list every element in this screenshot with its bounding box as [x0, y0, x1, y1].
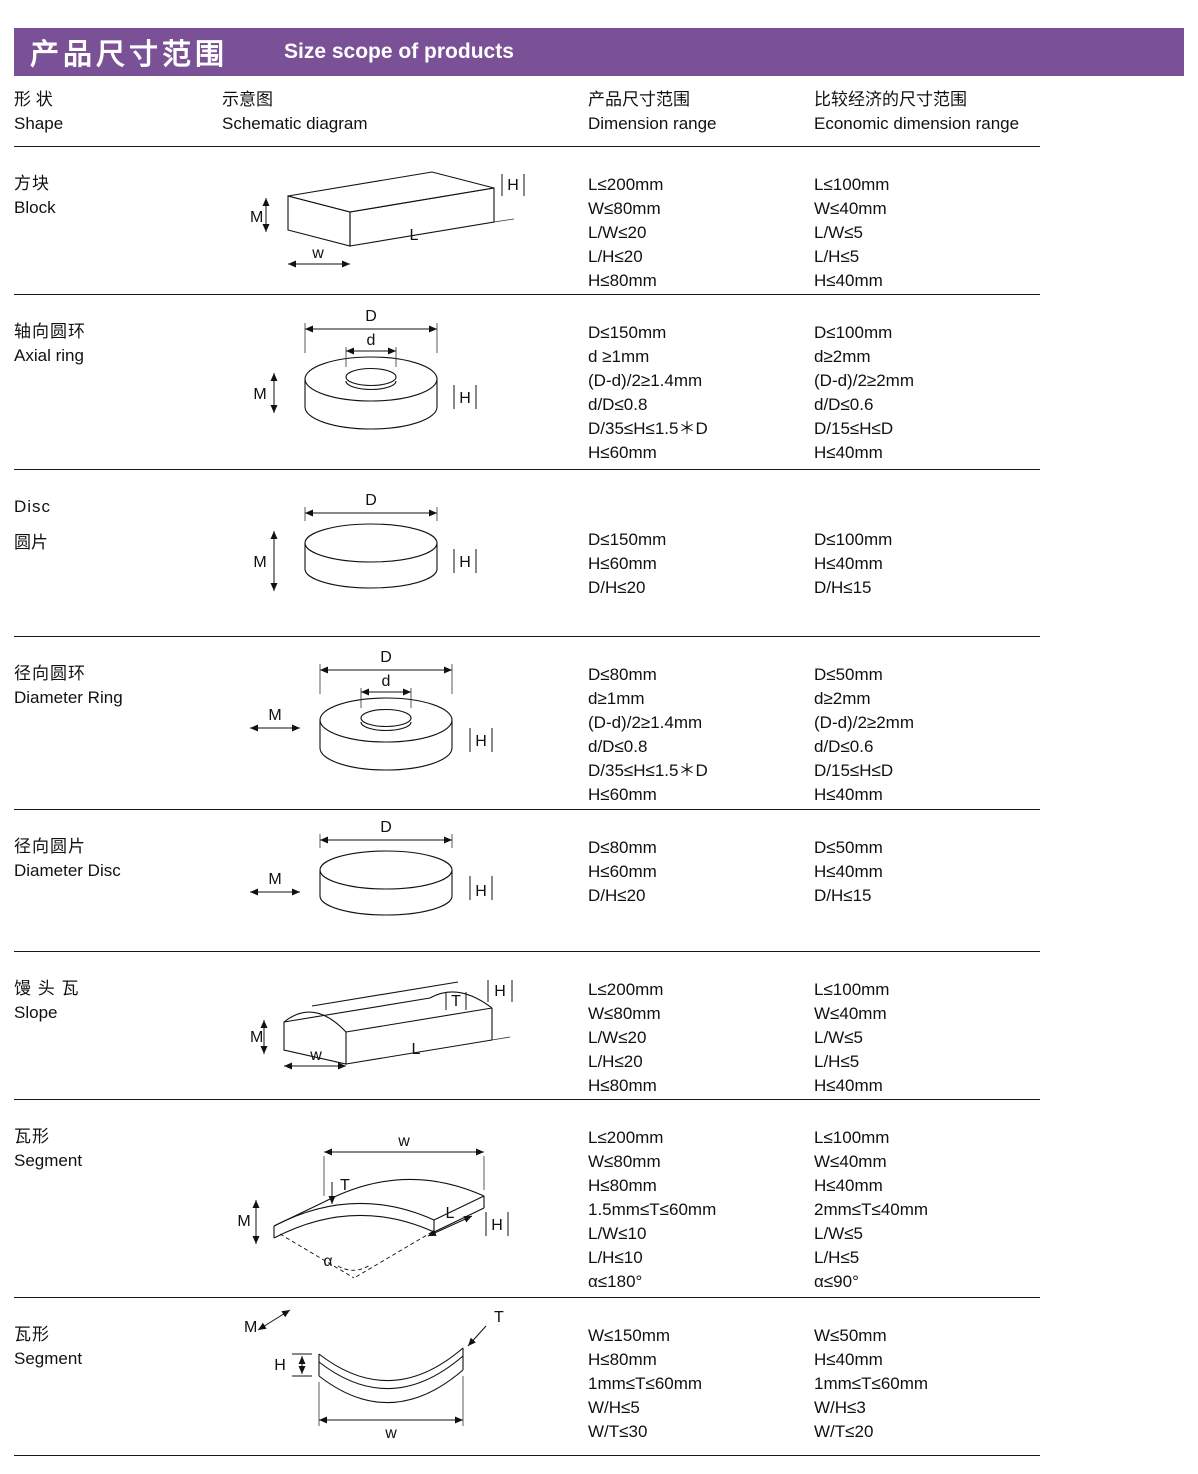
diagram-cell: M w L H — [222, 147, 588, 294]
economic-cell: L≤100mm W≤40mm L/W≤5 L/H≤5 H≤40mm — [814, 175, 890, 290]
svg-text:L: L — [412, 1041, 421, 1058]
dimension-cell: D≤150mm d ≥1mm (D-d)/2≥1.4mm d/D≤0.8 D/3… — [588, 323, 708, 462]
page-title-en: Size scope of products — [284, 40, 514, 63]
shape-cell: Disc 圆片 — [14, 497, 52, 552]
dimension-cell: L≤200mm W≤80mm L/W≤20 L/H≤20 H≤80mm — [588, 175, 664, 290]
svg-text:T: T — [451, 993, 461, 1010]
svg-text:M: M — [244, 1319, 257, 1336]
svg-text:H: H — [475, 733, 487, 750]
table-header-row: 形 状 Shape 示意图 Schematic diagram 产品尺寸范围 D… — [14, 76, 1040, 147]
svg-text:d: d — [382, 673, 391, 690]
diagram-cell: D d M H — [222, 295, 588, 469]
svg-text:D: D — [380, 649, 392, 666]
svg-text:H: H — [475, 883, 487, 900]
table-row: 轴向圆环 Axial ring D — [14, 295, 1040, 470]
table-row: 径向圆环 Diameter Ring D — [14, 637, 1040, 810]
svg-text:H: H — [494, 983, 506, 1000]
dimension-cell: D≤150mm H≤60mm D/H≤20 — [588, 530, 667, 597]
page-title-bar: 产品尺寸范围 Size scope of products — [14, 28, 1184, 76]
svg-text:H: H — [459, 390, 471, 407]
table-row: 瓦形 Segment T — [14, 1100, 1040, 1298]
svg-text:H: H — [274, 1357, 286, 1374]
diameter-ring-diagram: D d M H — [250, 649, 493, 771]
segment-flat-diagram: M H T w — [244, 1309, 504, 1442]
economic-cell: W≤50mm H≤40mm 1mm≤T≤60mm W/H≤3 W/T≤20 — [814, 1326, 929, 1441]
column-header-dimension: 产品尺寸范围 Dimension range — [588, 90, 717, 133]
svg-text:D: D — [365, 492, 377, 509]
segment-diagram: T w M L H α — [237, 1133, 509, 1278]
svg-text:M: M — [253, 386, 266, 403]
table-row: Disc 圆片 D M H — [14, 470, 1040, 637]
svg-text:H: H — [459, 554, 471, 571]
svg-text:L: L — [446, 1205, 455, 1222]
diagram-cell: D M H — [222, 470, 588, 636]
table-row: 径向圆片 Diameter Disc D M H — [14, 810, 1040, 952]
block-diagram: M w L H — [250, 170, 525, 267]
svg-text:H: H — [491, 1217, 503, 1234]
svg-text:w: w — [309, 1047, 322, 1064]
dimension-cell: L≤200mm W≤80mm L/W≤20 L/H≤20 H≤80mm — [588, 980, 664, 1095]
svg-text:d: d — [367, 332, 376, 349]
economic-cell: D≤50mm d≥2mm (D-d)/2≥2mm d/D≤0.6 D/15≤H≤… — [814, 665, 914, 804]
economic-cell: D≤50mm H≤40mm D/H≤15 — [814, 838, 883, 905]
dimension-cell: D≤80mm d≥1mm (D-d)/2≥1.4mm d/D≤0.8 D/35≤… — [588, 665, 708, 804]
size-scope-table: 形 状 Shape 示意图 Schematic diagram 产品尺寸范围 D… — [14, 76, 1040, 1456]
diameter-disc-diagram: D M H — [250, 819, 493, 916]
column-header-shape: 形 状 Shape — [14, 90, 64, 133]
shape-cell: 径向圆环 Diameter Ring — [14, 664, 123, 707]
economic-cell: L≤100mm W≤40mm H≤40mm 2mm≤T≤40mm L/W≤5 L… — [814, 1128, 929, 1291]
table-row: 方块 Block M w L H L≤ — [14, 147, 1040, 295]
diagram-cell: D d M H — [222, 637, 588, 809]
dimension-cell: L≤200mm W≤80mm H≤80mm 1.5mm≤T≤60mm L/W≤1… — [588, 1128, 717, 1291]
shape-cell: 径向圆片 Diameter Disc — [14, 837, 121, 880]
column-header-economic: 比较经济的尺寸范围 Economic dimension range — [814, 90, 1020, 133]
economic-cell: D≤100mm d≥2mm (D-d)/2≥2mm d/D≤0.6 D/15≤H… — [814, 323, 914, 462]
svg-text:L: L — [410, 227, 419, 244]
svg-text:M: M — [250, 1029, 263, 1046]
svg-text:w: w — [384, 1425, 397, 1442]
svg-text:T: T — [494, 1309, 504, 1326]
diagram-cell: M H T w — [222, 1298, 588, 1455]
page-title-zh: 产品尺寸范围 — [30, 39, 229, 71]
table-row: 瓦形 Segment M H T — [14, 1298, 1040, 1456]
economic-cell: L≤100mm W≤40mm L/W≤5 L/H≤5 H≤40mm — [814, 980, 890, 1095]
shape-cell: 方块 Block — [14, 174, 56, 217]
svg-text:H: H — [507, 177, 519, 194]
svg-text:M: M — [250, 209, 263, 226]
axial-ring-diagram: D d M H — [253, 308, 477, 430]
svg-text:α: α — [323, 1253, 332, 1270]
disc-diagram: D M H — [253, 492, 477, 591]
diagram-cell: D M H — [222, 810, 588, 951]
table-row: 馒 头 瓦 Slope M w L — [14, 952, 1040, 1100]
svg-text:M: M — [268, 707, 281, 724]
shape-cell: 瓦形 Segment — [14, 1325, 83, 1368]
svg-text:D: D — [380, 819, 392, 836]
dimension-cell: W≤150mm H≤80mm 1mm≤T≤60mm W/H≤5 W/T≤30 — [588, 1326, 703, 1441]
shape-cell: 轴向圆环 Axial ring — [14, 322, 86, 365]
slope-diagram: M w L T H — [250, 980, 513, 1070]
shape-cell: 馒 头 瓦 Slope — [14, 979, 80, 1022]
svg-text:M: M — [237, 1213, 250, 1230]
svg-text:D: D — [365, 308, 377, 325]
svg-text:w: w — [397, 1133, 410, 1150]
dimension-cell: D≤80mm H≤60mm D/H≤20 — [588, 838, 657, 905]
shape-cell: 瓦形 Segment — [14, 1127, 83, 1170]
svg-text:T: T — [340, 1177, 350, 1194]
economic-cell: D≤100mm H≤40mm D/H≤15 — [814, 530, 893, 597]
column-header-schematic: 示意图 Schematic diagram — [222, 90, 368, 133]
diagram-cell: M w L T H — [222, 952, 588, 1099]
svg-text:w: w — [311, 245, 324, 262]
svg-text:M: M — [253, 554, 266, 571]
svg-text:M: M — [268, 871, 281, 888]
diagram-cell: T w M L H α — [222, 1100, 588, 1297]
